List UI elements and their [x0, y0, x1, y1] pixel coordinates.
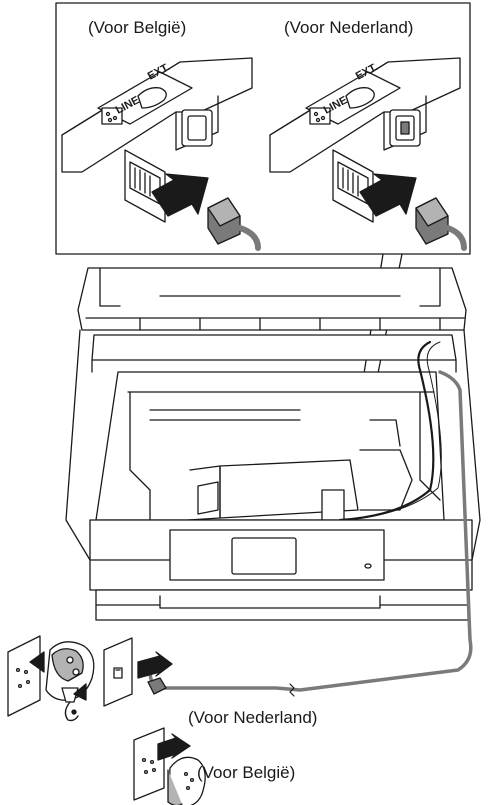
belgium-port-detail [61, 57, 261, 251]
netherlands-wall-socket [103, 637, 173, 707]
printer [65, 267, 481, 621]
netherlands-port-detail [269, 57, 467, 251]
belgium-label-top: (Voor België) [88, 18, 187, 37]
netherlands-label-bottom: (Voor Nederland) [188, 708, 318, 727]
belgium-label-bottom: (Voor België) [197, 763, 296, 782]
netherlands-label-top: (Voor Nederland) [284, 18, 414, 37]
belgium-wall-socket [133, 727, 206, 805]
belgium-adapter-socket [7, 635, 95, 722]
